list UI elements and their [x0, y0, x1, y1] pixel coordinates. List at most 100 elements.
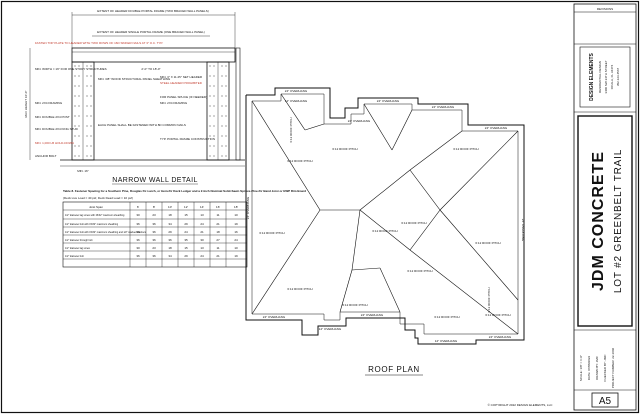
roof-plan-title: ROOF PLAN — [368, 365, 420, 374]
table-cell: 15 — [184, 246, 188, 250]
pitch-4: 6:12 ROOF PITCH — [332, 147, 357, 151]
table-cell: 29 — [184, 222, 188, 226]
company-name: DESIGN ELEMENTS — [589, 52, 595, 100]
table-cell: 30 — [200, 238, 204, 242]
table-cell: 24 — [200, 222, 204, 226]
table-cell: 18 — [216, 230, 220, 234]
table-cell: 24 — [200, 254, 204, 258]
table-cell: 34 — [168, 222, 172, 226]
overhang-13: 24" OVERHANG — [521, 219, 525, 242]
table-cell: 10 — [234, 246, 238, 250]
overhang-10: 24" OVERHANG — [263, 315, 286, 319]
table-cell: 36 — [168, 238, 172, 242]
pitch-3: 6:12 ROOF PITCH — [287, 287, 312, 291]
th-8: 8' — [153, 205, 156, 209]
project-lot: LOT #2 GREENBELT TRAIL — [613, 149, 624, 293]
roof-plan: 24" OVERHANG 24" OVERHANG 24" OVERHANG 2… — [245, 87, 525, 376]
th-14: 14' — [200, 205, 204, 209]
company-line-1: RESIDENTIAL DESIGN — [598, 61, 602, 93]
left-note-7: ANCHOR BOLT — [35, 154, 57, 158]
hip-ridge-lines — [251, 93, 519, 335]
table-cell: 36 — [152, 254, 156, 258]
table-row-label: 1/2" diameter lag screw — [65, 247, 90, 250]
table-cell: 36 — [136, 254, 140, 258]
table-cell: 21 — [216, 222, 220, 226]
overhang-8: 12" OVERHANG — [435, 339, 458, 343]
right-note-4: MIN. 2X4 FRAMING — [160, 101, 188, 105]
portal-header — [71, 47, 236, 63]
pitch-9: 6:12 ROOF PITCH — [401, 221, 426, 225]
table-cell: 13 — [200, 246, 204, 250]
th-10: 10' — [168, 205, 172, 209]
min-width-dim: MIN. 16" — [77, 169, 89, 173]
company-line-4: 352.123.4567 — [616, 67, 620, 86]
table-cell: 15 — [184, 213, 188, 217]
copyright: © COPYRIGHT 2022 DESIGN ELEMENTS, LLC — [488, 403, 554, 407]
center-note-2: EACH PANEL SHALL BE FASTENED WITH 8D COM… — [98, 123, 186, 127]
title-block: REVISIONS DESIGN ELEMENTS RESIDENTIAL DE… — [573, 3, 637, 411]
table-cell: 30 — [136, 246, 140, 250]
table-cell: 35 — [184, 238, 188, 242]
info-scale: SCALE: 1/8" = 1'-0" — [579, 355, 583, 381]
table-cell: 19 — [234, 254, 238, 258]
info-drawn: DRAWN BY: JMC — [595, 355, 599, 380]
table-cell: 23 — [152, 246, 156, 250]
nail-pattern — [74, 65, 227, 157]
table-cell: 10 — [234, 213, 238, 217]
table-cell: 21 — [200, 230, 204, 234]
table-cell: 24 — [234, 238, 238, 242]
left-note-2: MIN. WIDTH = 16" FOR ONE STORY STRUCTURE… — [35, 67, 107, 71]
pitch-14: 6:12 ROOF PITCH — [487, 287, 491, 312]
right-note-2: STEEL HEADER PROHIBITED — [160, 81, 203, 85]
table-row-label: 1/2" diameter bolt with 15/32" maximum s… — [65, 223, 119, 226]
pitch-11: 6:12 ROOF PITCH — [434, 315, 459, 319]
th-12: 12' — [184, 205, 188, 209]
left-note-4: MIN. DOUBLE 2X4 POST — [35, 115, 70, 119]
pitch-6: 6:12 ROOF PITCH — [475, 241, 500, 245]
table-cell: 34 — [168, 254, 172, 258]
table-row-label: 1/2" diameter bolt — [65, 255, 84, 258]
table-cell: 18 — [168, 246, 172, 250]
overhang-4: 24" OVERHANG — [485, 126, 508, 130]
table-cell: 27 — [216, 238, 220, 242]
table-cell: 36 — [136, 238, 140, 242]
pitch-7: 6:12 ROOF PITCH — [407, 269, 432, 273]
left-note-1: FASTEN TOP PLATE TO HEADER WITH TWO ROWS… — [35, 41, 163, 45]
fastener-table: Table 8. Fastener Spacing for a Southern… — [62, 189, 306, 268]
header-double-note: EXTENT OF HEADER DOUBLE PORTAL FRAME (TW… — [97, 9, 208, 13]
pitch-10: 6:12 ROOF PITCH — [342, 303, 367, 307]
header-span-dim: 2'-0" TO 18'-0" — [141, 67, 160, 71]
company-line-3: OCALA, FL 34474 — [610, 64, 614, 89]
right-note-5: TYP. PORTAL FRAME CONSTRUCTION — [160, 137, 215, 141]
table-cell: 23 — [152, 213, 156, 217]
table-cell: 36 — [152, 230, 156, 234]
overhang-9: 24" OVERHANG — [361, 313, 384, 317]
company-line-2: 3400 SW 24TH STREET — [604, 60, 608, 93]
th-16: 16' — [216, 205, 220, 209]
overhang-5: 24" OVERHANG — [348, 119, 371, 123]
pitch-12: 6:12 ROOF PITCH — [485, 313, 510, 317]
table-cell: 21 — [216, 254, 220, 258]
table-cell: 19 — [234, 222, 238, 226]
table-cell: 11 — [216, 213, 219, 217]
table-cell: 36 — [136, 222, 140, 226]
table-cell: 29 — [168, 230, 172, 234]
table-cell: 18 — [168, 213, 172, 217]
table-cell: 36 — [136, 230, 140, 234]
left-note-5: MIN. DOUBLE 2X4 KING STUD — [35, 127, 79, 131]
overhang-7: 24" OVERHANG — [489, 335, 512, 339]
pitch-8: 6:12 ROOF PITCH — [372, 229, 397, 233]
table-cell: 11 — [216, 246, 219, 250]
table-cell: 24 — [184, 230, 188, 234]
right-note-3: FOR PANEL SPLICE (IF NEEDED) — [160, 95, 207, 99]
pitch-5: 6:12 ROOF PITCH — [453, 147, 478, 151]
overhang-6: 12" OVERHANG — [285, 99, 308, 103]
overhang-12: 24" OVERHANG — [246, 196, 250, 219]
table-cell: 16 — [234, 230, 238, 234]
table-cell: 13 — [200, 213, 204, 217]
max-height-dim: MAX HEIGHT 10'-0" — [24, 90, 28, 117]
project-name: JDM CONCRETE — [590, 151, 607, 291]
th-joist-span: Joist Span — [89, 205, 103, 209]
